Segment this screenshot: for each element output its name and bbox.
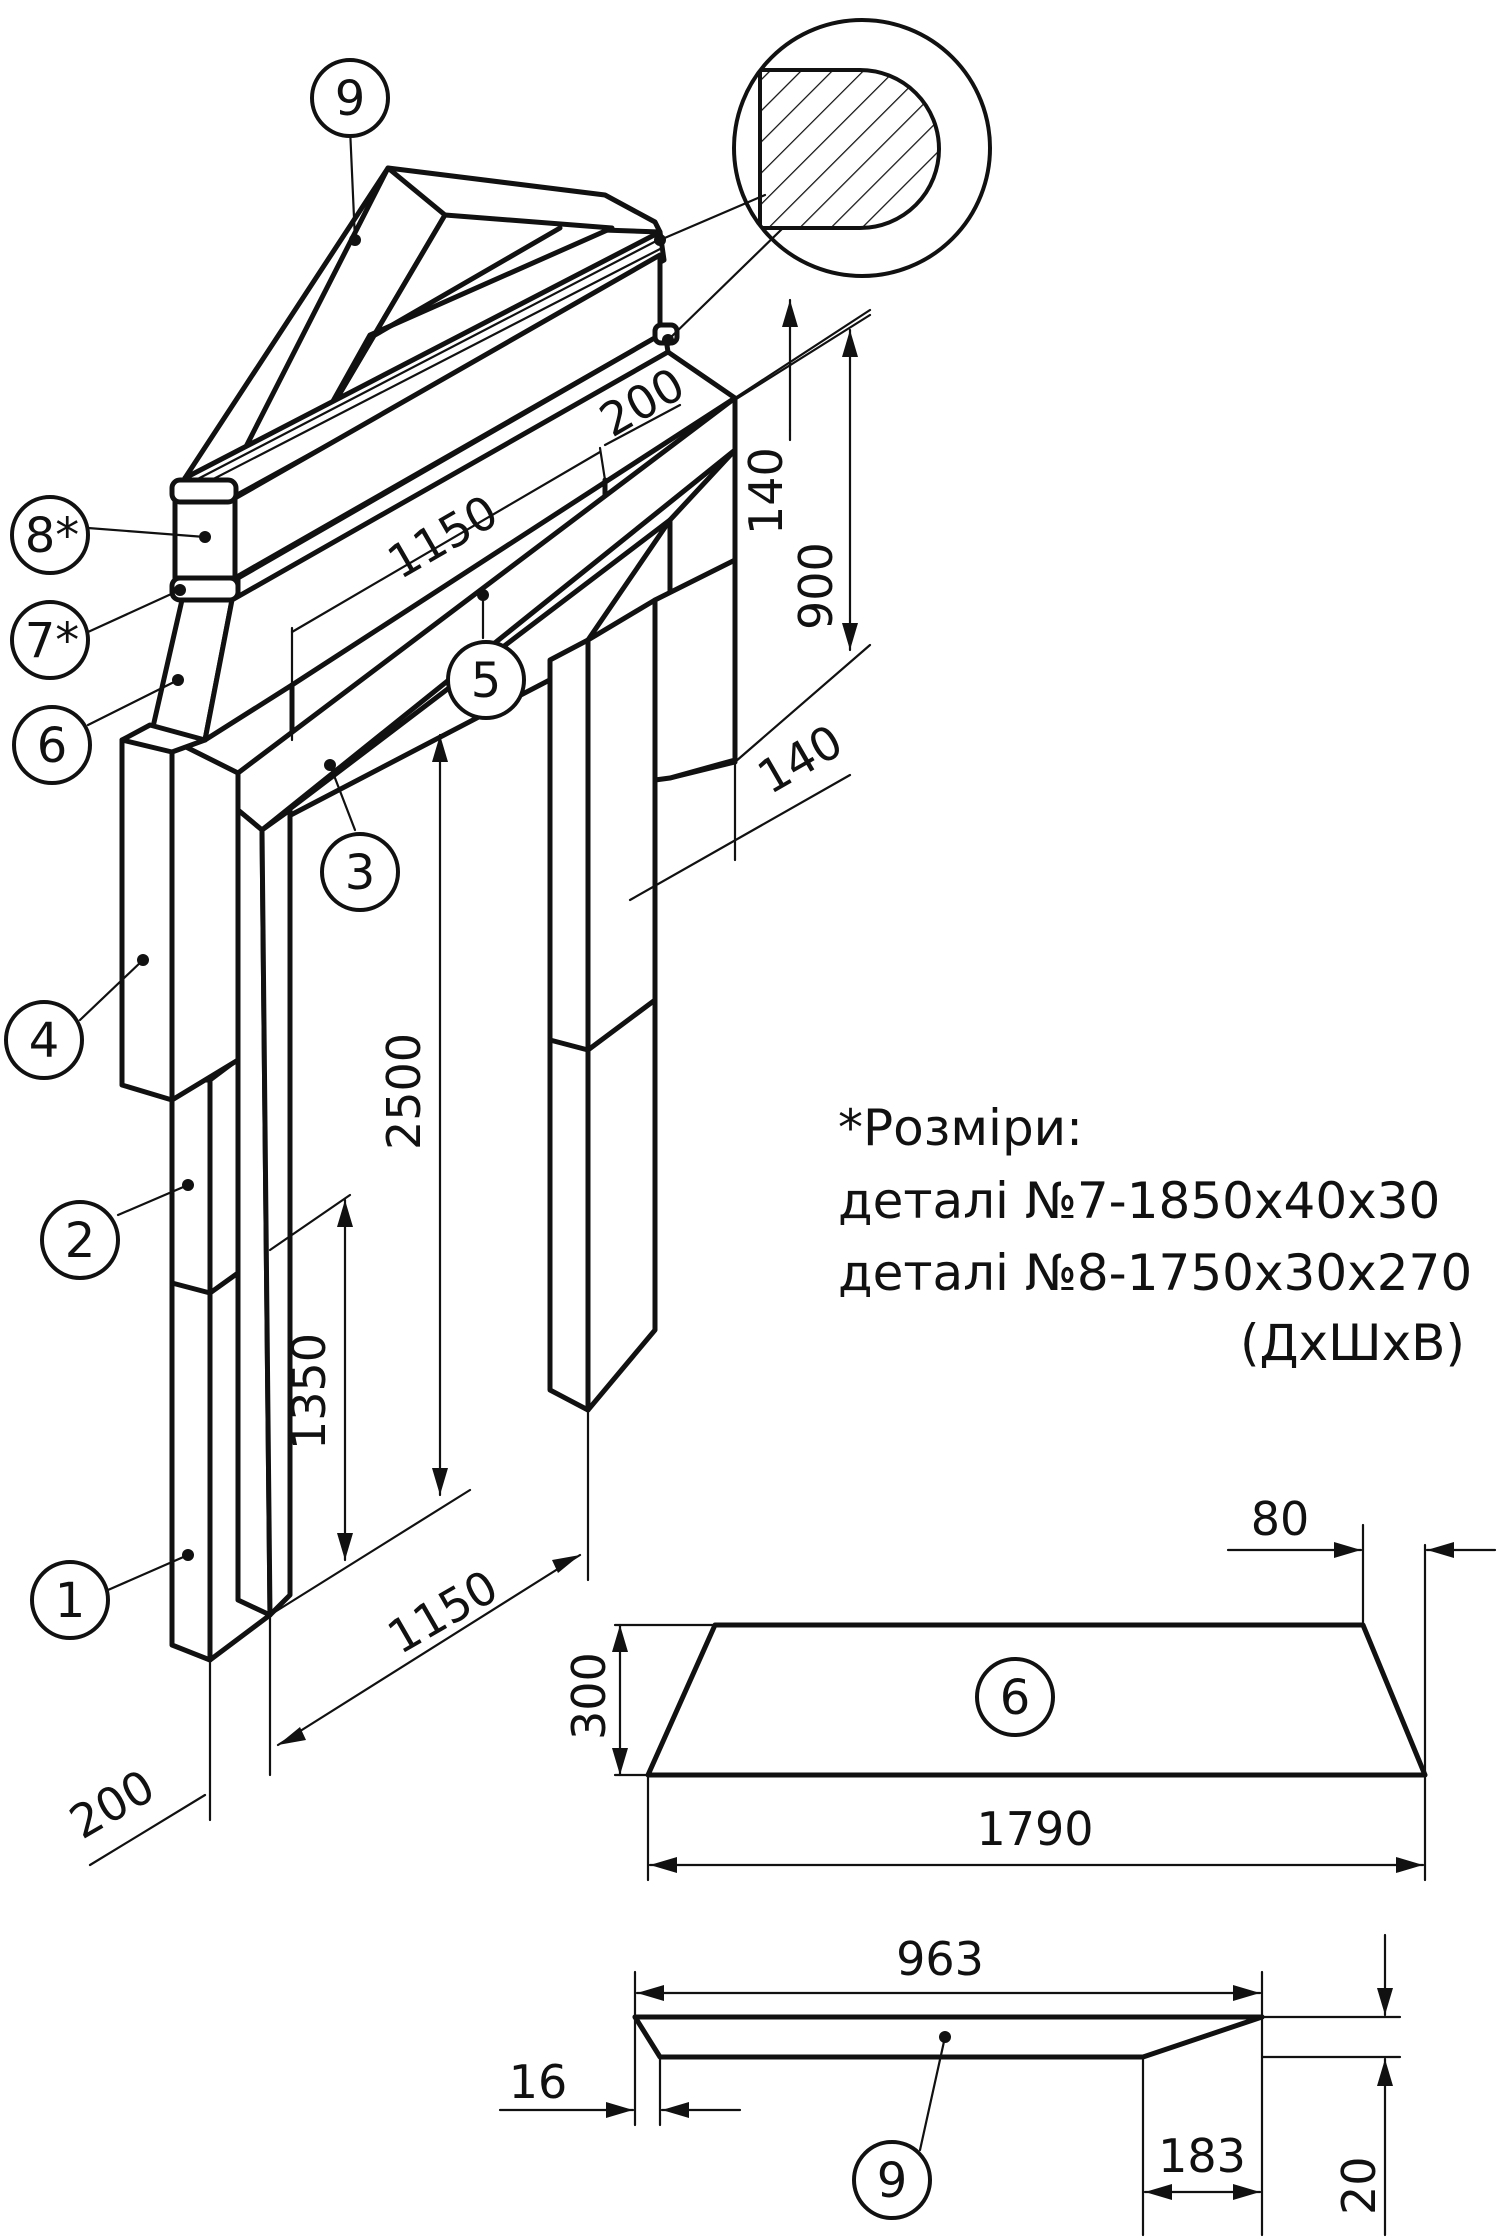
dim-140-top: 140 [739, 447, 793, 535]
frieze-board-part-6 [147, 349, 738, 743]
callout-7: 7* [25, 613, 80, 669]
dim-80: 80 [1251, 1492, 1310, 1546]
callout-6-detail: 6 [1000, 1670, 1031, 1726]
callout-2: 2 [65, 1213, 96, 1269]
callout-9-detail: 9 [877, 2153, 908, 2209]
callout-6: 6 [37, 718, 68, 774]
dim-200-bottom: 200 [61, 1759, 164, 1850]
callout-9: 9 [335, 71, 366, 127]
profile-detail [654, 18, 992, 346]
callout-3: 3 [345, 845, 376, 901]
pediment-part-9 [182, 165, 667, 501]
callout-8: 8* [25, 508, 80, 564]
right-column [547, 557, 738, 1413]
detail-part-6: 300 1790 80 6 [562, 1492, 1497, 1882]
size-notes: *Розміри: деталі №7-1850х40х30 деталі №8… [838, 1099, 1472, 1372]
dim-20: 20 [1332, 2156, 1386, 2215]
note-line-1: деталі №7-1850х40х30 [838, 1172, 1440, 1230]
left-column [235, 807, 293, 1618]
assembly-view [119, 165, 738, 1663]
dim-1350: 1350 [282, 1333, 336, 1450]
callout-1: 1 [55, 1573, 86, 1629]
dim-2500: 2500 [377, 1033, 431, 1150]
dim-183: 183 [1158, 2129, 1246, 2183]
callouts: 9 8* 7* 6 5 3 4 2 [4, 58, 526, 1640]
callout-5: 5 [471, 653, 502, 709]
assembly-dimensions [88, 298, 872, 1867]
detail-part-9: 963 16 183 20 9 [498, 1932, 1402, 2237]
dim-1790: 1790 [976, 1802, 1093, 1856]
dim-300: 300 [562, 1652, 616, 1740]
callout-4: 4 [29, 1013, 60, 1069]
note-line-2: деталі №8-1750х30х270 [838, 1244, 1472, 1302]
dim-963: 963 [896, 1932, 984, 1986]
dim-900: 900 [789, 542, 843, 630]
note-title: *Розміри: [838, 1099, 1083, 1157]
note-line-3: (ДхШхВ) [1240, 1314, 1465, 1372]
dim-140-bottom: 140 [749, 714, 852, 805]
dim-1150-bottom: 1150 [379, 1559, 507, 1664]
plinth-part-4 [119, 722, 241, 1103]
dim-16: 16 [509, 2055, 568, 2109]
